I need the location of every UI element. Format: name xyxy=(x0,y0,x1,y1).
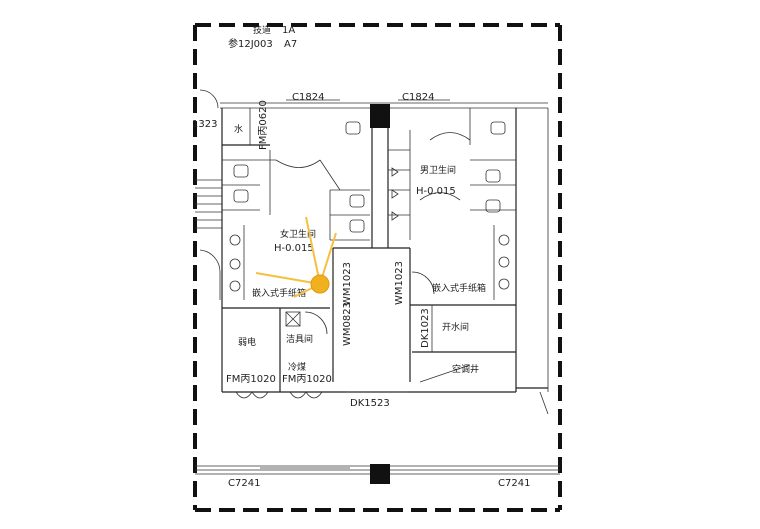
toilet-icon xyxy=(485,199,501,213)
window-label-top-right: C1824 xyxy=(402,92,434,103)
room-label-male-toilet: 男卫生间 xyxy=(420,164,456,176)
room-label-weak-current: 弱电 xyxy=(238,336,256,348)
toilet-icon xyxy=(345,121,361,135)
column-top xyxy=(370,104,390,128)
core-walls xyxy=(195,89,549,415)
toilet-icon xyxy=(485,169,501,183)
urinal-icon xyxy=(391,211,399,221)
urinal-icon xyxy=(391,167,399,177)
fixtures xyxy=(233,121,506,233)
toilet-icon xyxy=(490,121,506,135)
window-label-bottom-right: C7241 xyxy=(498,478,530,489)
label-paper-box-right: 嵌入式手纸箱 xyxy=(432,282,486,294)
door-label-fm-bottom-1: FM丙1020 xyxy=(226,374,276,385)
toilet-icon xyxy=(349,219,365,233)
room-label-cold-coal: 冷煤 xyxy=(288,361,306,373)
note-ref-2: 参12J003 xyxy=(228,37,273,50)
note-code-1: 1A xyxy=(282,25,295,36)
room-label-ac-shaft: 空调井 xyxy=(452,363,479,375)
location-marker xyxy=(255,216,337,298)
column-bottom xyxy=(370,464,390,484)
door-label-fm-bottom-2: FM丙1020 xyxy=(282,374,332,385)
window-label-top-left: C1824 xyxy=(292,92,324,103)
lower-window-wall xyxy=(195,464,560,484)
room-label-female-toilet: 女卫生间 xyxy=(280,228,316,240)
level-label-male: H-0.015 xyxy=(416,186,456,197)
toilet-icon xyxy=(233,164,249,178)
door-label-dk-right: DK1023 xyxy=(420,308,431,348)
label-paper-box-left: 嵌入式手纸箱 xyxy=(252,287,306,299)
window-label-bottom-left: C7241 xyxy=(228,478,260,489)
toilet-icon xyxy=(349,194,365,208)
door-label-dk-bottom: DK1523 xyxy=(350,398,390,409)
level-label-female: H-0.015 xyxy=(274,243,314,254)
building-outline xyxy=(193,23,562,512)
room-label-boiling-water: 开水间 xyxy=(442,321,469,333)
door-label-wm-center-2: WM1023 xyxy=(342,262,353,306)
door-label-wm-right: WM1023 xyxy=(394,261,405,305)
room-label-water: 水 xyxy=(234,123,243,135)
note-ref-1: 技道 xyxy=(253,24,271,36)
door-label-left-edge: 1323 xyxy=(192,119,217,130)
urinal-icon xyxy=(391,189,399,199)
door-label-wm-center: WM0823 xyxy=(342,302,353,346)
door-label-fm-top: FM丙0620 xyxy=(258,100,269,150)
note-code-2: A7 xyxy=(284,39,297,50)
room-label-cleaning: 洁具间 xyxy=(286,333,313,345)
upper-window-wall xyxy=(220,99,548,128)
toilet-icon xyxy=(233,189,249,203)
